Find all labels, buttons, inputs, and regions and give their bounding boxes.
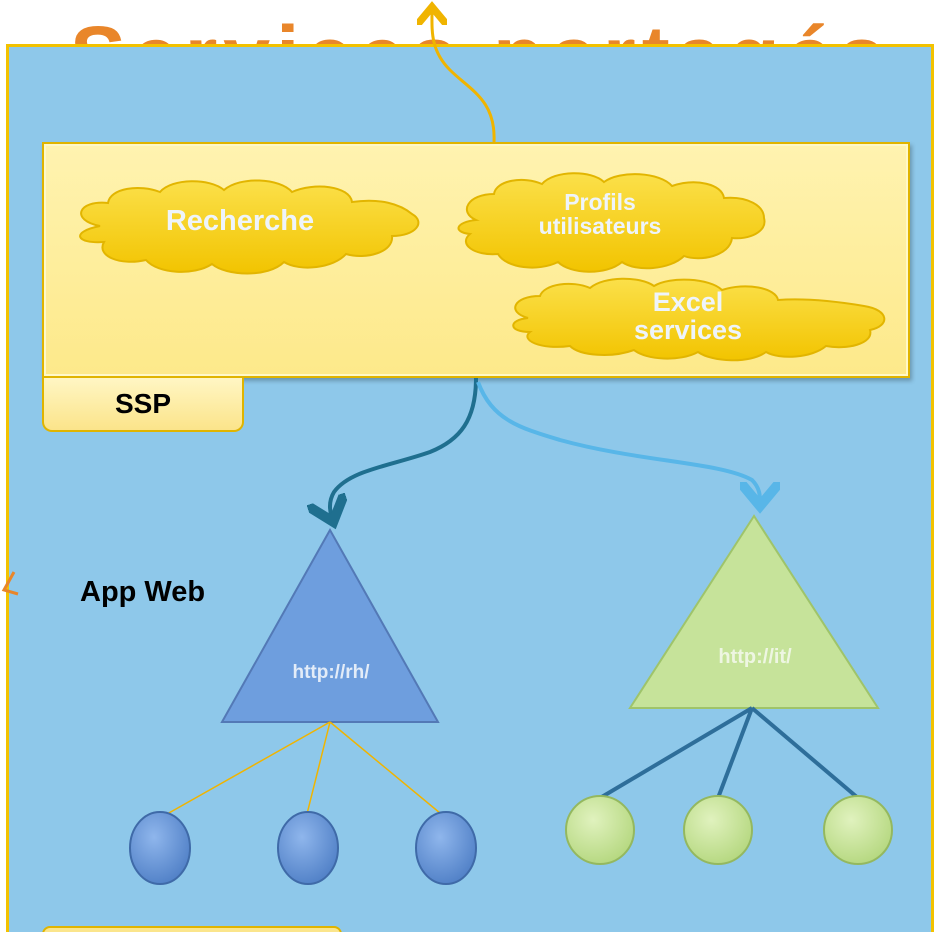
it-site-node — [823, 795, 893, 865]
it-site-node — [565, 795, 635, 865]
arrow-to-it — [476, 381, 760, 502]
webapp-rh-triangle — [220, 527, 440, 723]
rh-connections — [159, 721, 447, 819]
rh-site-node — [277, 811, 339, 885]
cloud-recherche-label: Recherche — [165, 205, 315, 237]
cloud-excel — [512, 277, 886, 362]
cloud-profils-line1: Profils — [564, 189, 636, 215]
left-edge-arc — [1, 571, 19, 596]
cloud-profils-label: Profils utilisateurs — [500, 190, 700, 238]
it-site-node — [683, 795, 753, 865]
webapp-it-triangle — [628, 514, 880, 709]
it-connections — [598, 706, 860, 800]
rh-site-node — [415, 811, 477, 885]
cloud-excel-line2: services — [633, 315, 743, 346]
arrow-to-rh — [330, 377, 478, 518]
webapp-it-url: http://it/ — [718, 646, 792, 668]
rh-site-node — [129, 811, 191, 885]
ssp-tab-label: SSP — [42, 378, 244, 432]
cloud-excel-line1: Excel — [652, 287, 724, 317]
cloud-profils-line2: utilisateurs — [538, 213, 662, 240]
webapp-rh-url: http://rh/ — [292, 662, 370, 683]
arrow-to-title — [432, 10, 496, 143]
cloud-profils — [457, 172, 766, 273]
app-web-label: App Web — [80, 576, 206, 608]
cloud-recherche — [79, 179, 420, 275]
cloud-excel-label: Excel services — [588, 288, 788, 345]
